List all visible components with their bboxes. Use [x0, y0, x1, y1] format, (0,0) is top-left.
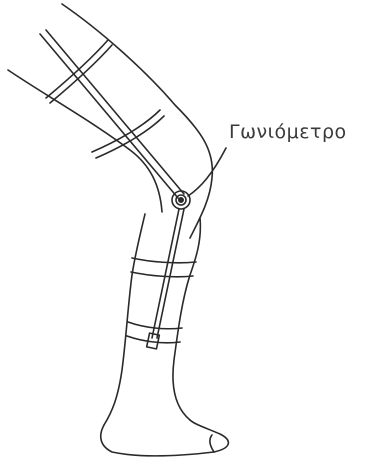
- goniometer-upper-arm-edge: [46, 30, 184, 194]
- shin-outline-front: [173, 218, 200, 420]
- foot-outline: [101, 420, 229, 456]
- goniometer-pivot-center: [179, 198, 183, 202]
- shin-outline-back: [104, 214, 145, 425]
- shin-strap-lower-inner: [127, 336, 180, 343]
- foot-toe-line: [210, 435, 214, 452]
- thigh-strap-lower-inner: [96, 116, 164, 158]
- thigh-strap-upper-inner: [50, 45, 112, 103]
- goniometer-lower-arm: [152, 209, 179, 338]
- callout-leader-line: [188, 148, 226, 196]
- goniometer-label: Γωνιόμετρο: [229, 121, 347, 143]
- goniometer-upper-arm: [40, 34, 178, 198]
- thigh-strap-upper: [46, 40, 108, 98]
- shin-strap-upper: [132, 258, 196, 263]
- shin-strap-upper-inner: [131, 272, 193, 277]
